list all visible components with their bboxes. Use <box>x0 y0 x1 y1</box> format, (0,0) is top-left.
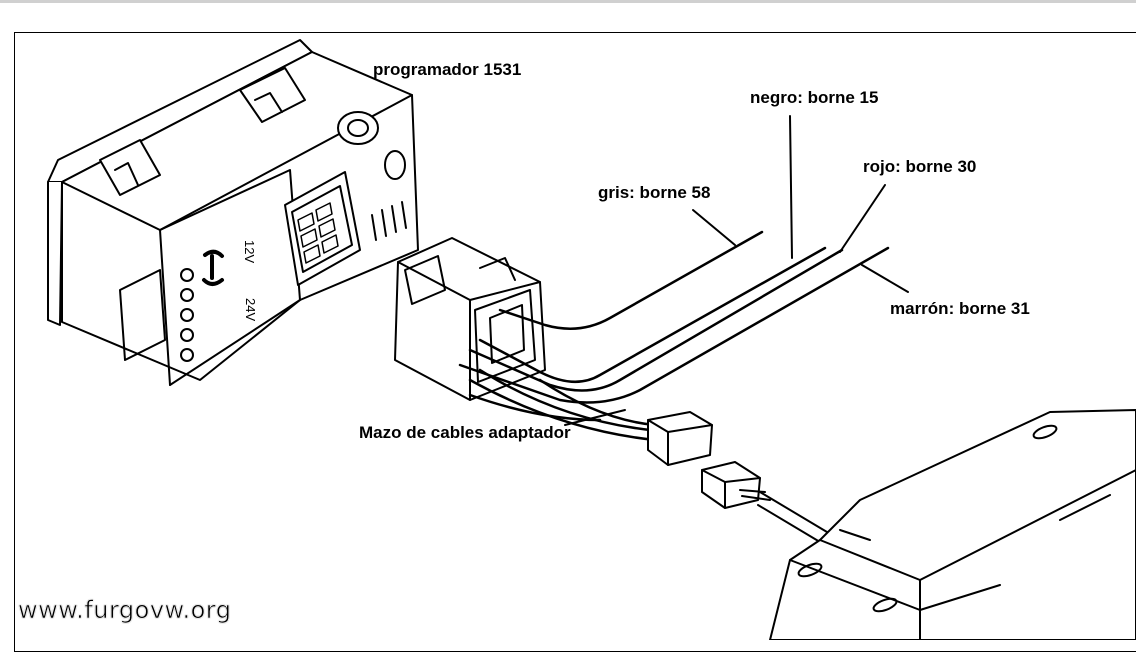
top-rule <box>0 0 1136 3</box>
label-grey-wire: gris: borne 58 <box>598 183 711 202</box>
label-brown-wire: marrón: borne 31 <box>890 299 1030 318</box>
voltage-12-label: 12V <box>242 240 257 263</box>
label-black-wire: negro: borne 15 <box>750 88 879 107</box>
plug-pair <box>647 411 833 546</box>
programmer-unit <box>47 39 419 386</box>
wires <box>458 230 890 442</box>
voltage-24-label: 24V <box>243 298 258 321</box>
label-red-wire: rojo: borne 30 <box>863 157 977 176</box>
label-programmer: programador 1531 <box>373 60 522 79</box>
leader-lines <box>564 115 909 426</box>
label-harness: Mazo de cables adaptador <box>359 423 571 442</box>
heater-unit <box>769 409 1136 640</box>
watermark: www.furgovw.org <box>18 596 232 625</box>
adapter-connector <box>394 237 546 401</box>
